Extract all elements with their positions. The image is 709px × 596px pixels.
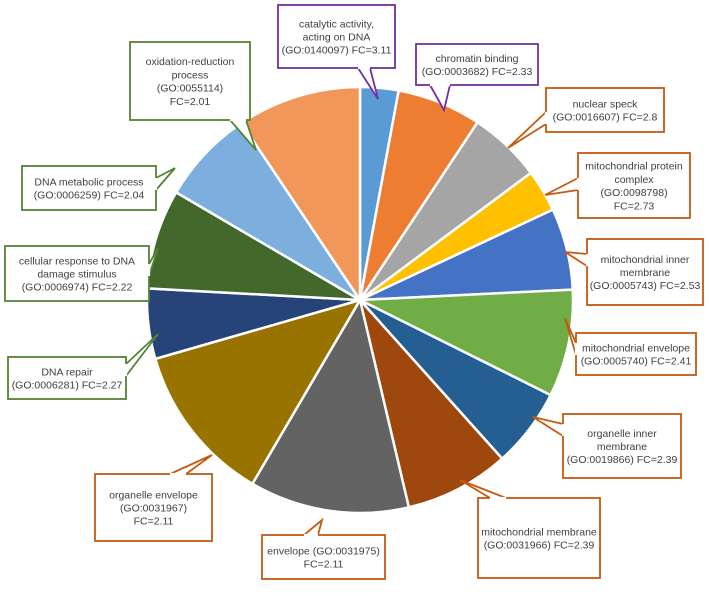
callout-pointer <box>429 84 451 113</box>
pie-slice-6 <box>358 288 575 397</box>
callout-box <box>562 413 682 479</box>
callout-box <box>575 332 697 376</box>
callout-label: organelle envelope(GO:0031967)FC=2.11 <box>109 489 198 527</box>
callout-pointer <box>357 67 379 100</box>
callout-pointer <box>564 317 577 356</box>
callout-label: catalytic activity,acting on DNA(GO:0140… <box>282 18 392 56</box>
callout-box <box>277 4 396 69</box>
callout-pointer <box>303 517 324 536</box>
callout-box <box>94 473 213 542</box>
callout-box <box>415 43 539 86</box>
callout-6: mitochondrial envelope(GO:0005740) FC=2.… <box>564 317 697 376</box>
callout-pointer <box>532 416 564 437</box>
callout-pointer <box>459 479 507 499</box>
callout-pointer <box>148 247 159 277</box>
callouts: catalytic activity,acting on DNA(GO:0140… <box>4 4 704 580</box>
callout-box <box>477 497 601 579</box>
callout-pointer <box>169 454 213 475</box>
callout-pointer <box>155 167 176 191</box>
callout-box <box>129 41 251 121</box>
pie-slices <box>145 85 575 515</box>
pie-slice-9 <box>251 298 411 515</box>
callout-2: chromatin binding(GO:0003682) FC=2.33 <box>415 43 539 113</box>
callout-8: mitochondrial membrane(GO:0031966) FC=2.… <box>459 479 601 579</box>
callout-label: DNA metabolic process(GO:0006259) FC=2.0… <box>34 176 145 201</box>
callout-3: nuclear speck(GO:0016607) FC=2.8 <box>507 87 665 149</box>
callout-label: mitochondrial envelope(GO:0005740) FC=2.… <box>581 342 692 367</box>
callout-pointer <box>229 119 257 151</box>
callout-label: envelope (GO:0031975)FC=2.11 <box>267 545 380 570</box>
callout-label: nuclear speck(GO:0016607) FC=2.8 <box>553 98 658 123</box>
callout-box <box>261 534 386 580</box>
callout-label: DNA repair(GO:0006281) FC=2.27 <box>12 366 123 391</box>
callout-pointer <box>564 251 588 267</box>
callout-pointer <box>125 333 159 377</box>
callout-box <box>545 87 665 133</box>
callout-13: DNA metabolic process(GO:0006259) FC=2.0… <box>21 165 176 211</box>
callout-1: catalytic activity,acting on DNA(GO:0140… <box>277 4 396 100</box>
callout-label: mitochondrial membrane(GO:0031966) FC=2.… <box>481 526 597 551</box>
callout-box <box>7 356 127 400</box>
callout-pointer <box>507 111 547 149</box>
pie-slice-10 <box>154 298 362 486</box>
callout-box <box>586 238 704 306</box>
callout-9: envelope (GO:0031975)FC=2.11 <box>261 517 386 580</box>
callout-pointer <box>544 177 579 196</box>
callout-11: DNA repair(GO:0006281) FC=2.27 <box>7 333 159 400</box>
callout-label: chromatin binding(GO:0003682) FC=2.33 <box>422 53 533 78</box>
callout-10: organelle envelope(GO:0031967)FC=2.11 <box>94 454 213 542</box>
pie-slice-8 <box>358 298 504 509</box>
